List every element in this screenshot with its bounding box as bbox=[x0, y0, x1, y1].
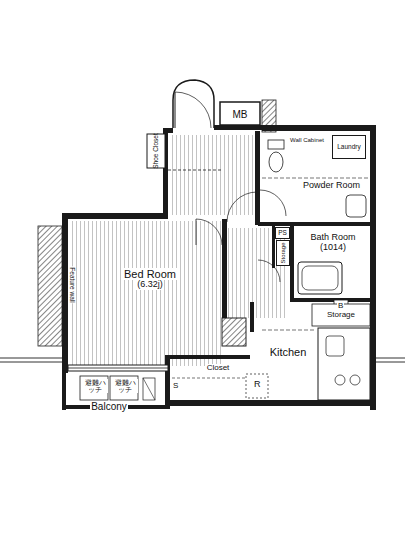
room-label: Balcony bbox=[76, 400, 142, 413]
shoe-closet: Shoe Closet bbox=[148, 135, 164, 167]
room-name: Balcony bbox=[90, 401, 128, 412]
room-name: Bed Room bbox=[123, 268, 177, 280]
fixture-mark: S bbox=[172, 382, 179, 391]
room-name: MB bbox=[232, 109, 249, 120]
room-name: Shoe Closet bbox=[152, 132, 159, 169]
room-name: Bath Room bbox=[309, 233, 356, 243]
room-name: Wall Cabinet bbox=[289, 137, 325, 144]
shaft-box: PS bbox=[275, 227, 290, 239]
storage-box: Storage bbox=[276, 240, 290, 266]
room-name: (1014) bbox=[319, 243, 347, 253]
room-label: Powder Room Wall CabinetLaundry bbox=[262, 131, 370, 222]
fixture-mark: R bbox=[253, 380, 262, 390]
room-name: Closet bbox=[206, 364, 231, 373]
room-name: Laundry bbox=[336, 143, 362, 150]
laundry-box: Laundry bbox=[332, 135, 366, 159]
room-name: Storage bbox=[280, 241, 287, 264]
room-name: PS bbox=[277, 229, 288, 236]
room-label: Bath Room(1014) bbox=[298, 229, 368, 257]
room-label: Bed Room(6.32j) bbox=[100, 262, 200, 296]
room-name: Storage bbox=[326, 311, 356, 320]
room-label: Kitchen bbox=[262, 344, 314, 360]
room-name: Powder Room bbox=[302, 181, 361, 191]
wall-note: Feature wall bbox=[68, 266, 75, 303]
fixture-mark: B bbox=[337, 302, 344, 311]
closet-box: Closet bbox=[196, 361, 240, 375]
meter-box: MB bbox=[222, 105, 258, 123]
hatch-note: 避難ハッチ bbox=[82, 379, 108, 393]
room-name: Kitchen bbox=[269, 346, 308, 358]
hatch-note: 避難ハッチ bbox=[112, 379, 138, 393]
cabinet-box: Wall Cabinet bbox=[287, 134, 327, 146]
room-name: (6.32j) bbox=[136, 280, 164, 290]
